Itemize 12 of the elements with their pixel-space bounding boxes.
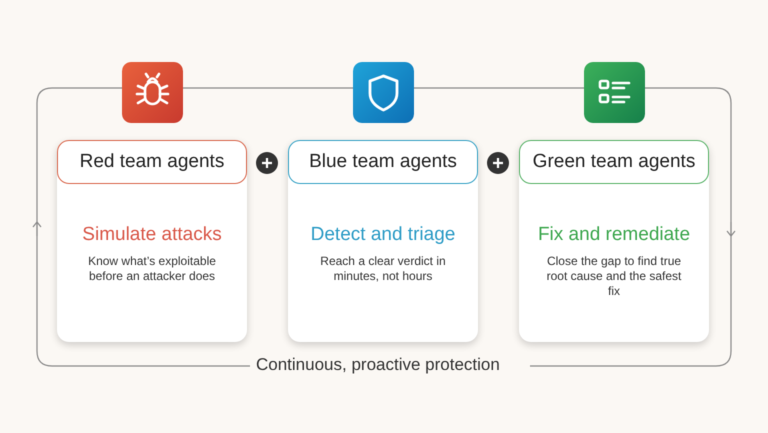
agent-card	[519, 140, 709, 342]
card-description: Know what’s exploitable before an attacker does	[87, 254, 217, 284]
card-description: Reach a clear verdict in minutes, not hours	[319, 254, 447, 284]
card-header: Blue team agents	[288, 140, 478, 184]
card-title: Simulate attacks	[81, 224, 223, 246]
agent-card	[288, 140, 478, 342]
agent-card	[57, 140, 247, 342]
card-header: Green team agents	[519, 140, 709, 184]
card-title: Fix and remediate	[536, 224, 692, 246]
card-description: Close the gap to find true root cause and the safest fix	[546, 254, 682, 299]
card-header: Red team agents	[57, 140, 247, 184]
card-title: Detect and triage	[310, 224, 456, 246]
